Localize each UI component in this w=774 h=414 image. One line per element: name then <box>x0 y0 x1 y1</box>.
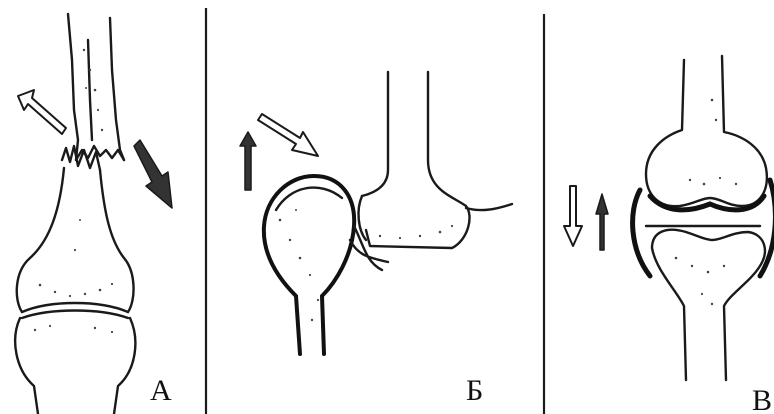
ligament-strands <box>350 204 512 270</box>
dark-arrow-up <box>240 132 256 190</box>
joint-capsule <box>633 180 774 276</box>
dark-arrow-up <box>596 194 608 250</box>
bone-lower <box>652 230 765 380</box>
hollow-arrow-down-right <box>258 114 318 156</box>
panel-v: В <box>564 56 774 414</box>
bone-lower <box>15 168 135 414</box>
hollow-arrow-down <box>564 186 582 246</box>
panel-label-b: Б <box>466 374 483 407</box>
bone-texture <box>279 209 453 321</box>
panel-label-v: В <box>752 384 772 414</box>
bone-head-left <box>264 176 354 354</box>
panel-b: Б <box>240 72 512 407</box>
bone-fragment-upper <box>68 14 124 160</box>
bone-shaft-right <box>359 72 470 248</box>
hollow-arrow-up-left <box>18 90 66 134</box>
panel-a: А <box>15 14 172 414</box>
dark-arrow-down-right <box>134 140 172 208</box>
bone-upper <box>646 56 767 210</box>
panel-label-a: А <box>150 374 172 407</box>
